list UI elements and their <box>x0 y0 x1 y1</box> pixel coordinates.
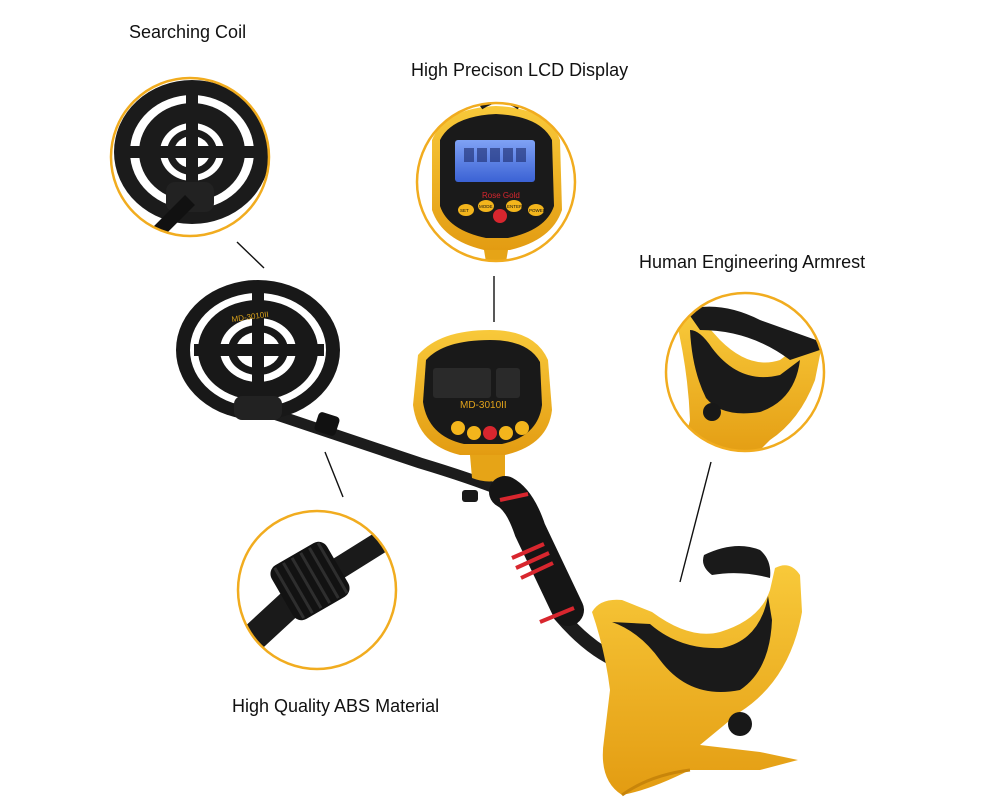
lcd-button-mode: MODE <box>479 204 493 209</box>
lcd-button-enter: ENTER <box>507 204 523 209</box>
label-lcd-display: High Precison LCD Display <box>411 60 629 80</box>
control-box-model-text: MD-3010II <box>460 400 507 411</box>
label-abs-material: High Quality ABS Material <box>232 696 440 716</box>
handle-grip <box>489 476 584 626</box>
search-coil: MD-3010II <box>176 280 340 420</box>
inset-lcd-display: Rose Gold SET MODE ENTER POWER <box>415 101 577 263</box>
lcd-brand-text: Rose Gold <box>482 191 520 200</box>
inset-searching-coil <box>109 76 271 238</box>
control-box: MD-3010II <box>413 330 552 502</box>
label-armrest: Human Engineering Armrest <box>639 252 866 272</box>
lcd-button-set: SET <box>460 208 469 213</box>
callout-line-coil <box>236 241 265 269</box>
inset-abs-material <box>236 509 398 671</box>
label-searching-coil: Searching Coil <box>129 22 247 42</box>
callout-line-material <box>324 451 344 498</box>
armrest <box>592 546 802 797</box>
callout-line-armrest <box>679 461 712 583</box>
lcd-button-power: POWER <box>529 208 547 213</box>
inset-armrest <box>664 291 826 453</box>
